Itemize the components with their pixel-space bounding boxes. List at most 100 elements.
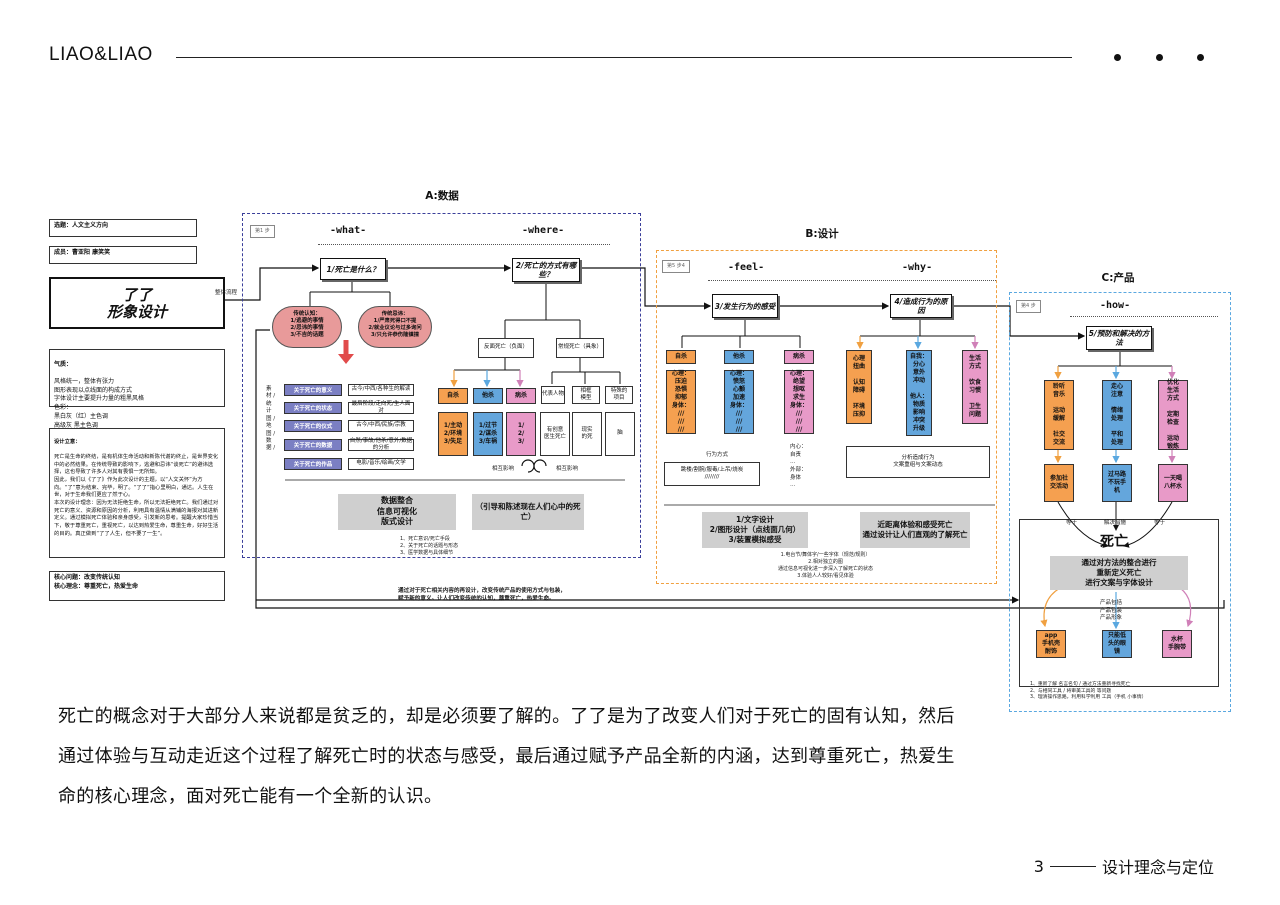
style-box: 气质： 风格统一，整体有张力 图形表现以点线面的构成方式 字体设计主要提升力量的… bbox=[49, 349, 225, 429]
node-what-is-death: 1/死亡是什么？ bbox=[320, 258, 386, 280]
c-action-box: 过马路 不玩手 机 bbox=[1102, 464, 1132, 502]
logo-title: 了了 bbox=[121, 286, 152, 304]
logo-box: 了了 形象设计 bbox=[49, 277, 225, 329]
product-box: app 手机壳 耐饰 bbox=[1036, 630, 1066, 658]
menu-dot-icon[interactable] bbox=[1197, 54, 1204, 61]
b-cause-psych: 心理 扭曲 认知 障碍 环境 压抑 bbox=[846, 350, 872, 424]
menu-dot-icon[interactable] bbox=[1156, 54, 1163, 61]
a-gray-right: （引导和陈述现在人们心中的死亡） bbox=[472, 494, 584, 530]
purple-item: 关于死亡的仪式 bbox=[284, 420, 342, 432]
a-white-box: 现实 的死 bbox=[572, 412, 602, 456]
node-feelings: 3/发生行为的感受 bbox=[712, 294, 778, 318]
c-method-box: 聆听 音乐 运动 缓解 社交 交流 bbox=[1044, 380, 1074, 450]
b-suicide-box: 自杀 bbox=[666, 350, 696, 364]
behavior-box: 跳楼/割腕/服毒/上吊/烧炭 //////// bbox=[664, 462, 760, 486]
a-divider bbox=[318, 244, 610, 245]
negative-death-box: 反面死亡（负面） bbox=[478, 338, 534, 358]
a-gray-left: 数据整合 信息可视化 版式设计 bbox=[338, 494, 456, 530]
purple-note: 古今/中西/各种生的解读 bbox=[348, 384, 414, 396]
node-causes: 4/造成行为的原因 bbox=[890, 294, 952, 318]
b-homicide-detail: 心理： 愤怒 心颤 加速 身体： /// /// /// bbox=[724, 370, 754, 434]
members-tag: 成员：曹亚阳 康笑笑 bbox=[49, 246, 197, 264]
node-solutions: 5/预防和解决的方法 bbox=[1086, 326, 1152, 350]
a-homicide-box: 他杀 bbox=[473, 388, 503, 404]
b-notes: 1.电台节/舞体字/一些字体（规范/规则） 2.相对独立的图 通过信息可视化进一… bbox=[778, 552, 874, 579]
a-what-label: -what- bbox=[330, 225, 367, 236]
concept-paragraph: 死亡的概念对于大部分人来说都是贫乏的，却是必须要了解的。了了是为了改变人们对于死… bbox=[58, 706, 955, 807]
mutual-label-right: 相互影响 bbox=[556, 466, 579, 472]
purple-item: 关于死亡的状态 bbox=[284, 402, 342, 414]
c-notes: 1、重新了解 名言名句 / 通过方法重新寻找死亡 2、与相同工具 / 将审美工具… bbox=[1030, 682, 1147, 701]
product-box: 只能低 头的眼 镜 bbox=[1102, 630, 1132, 658]
tradition-cloud: 传统认知： 1/逃避的事情 2/忌讳的事情 3/不吉的话题 bbox=[272, 306, 342, 348]
concept-title: 设计立意： bbox=[54, 438, 81, 445]
product-box: 水杯 手腕带 bbox=[1162, 630, 1192, 658]
section-b-frame bbox=[656, 250, 997, 584]
header-rule bbox=[176, 57, 1072, 58]
return-arrow-label: 通过对于死亡相关内容的再设计，改变传统产品的使用方式与包装， 赋予新的意义。让人… bbox=[398, 588, 566, 602]
flow-label: 整体流程 bbox=[215, 290, 238, 296]
a-white-box: 有创意 医生死亡 bbox=[540, 412, 570, 456]
footer-rule bbox=[1049, 865, 1096, 867]
c-method-box: 走心 注意 情绪 处理 平和 处理 bbox=[1102, 380, 1132, 450]
b-cause-lifestyle: 生活 方式 饮食 习惯 卫生 问题 bbox=[962, 350, 988, 424]
taboo-cloud: 传统忌讳： 1/严肃死得口不提 2/就业议论与过多询问 3/只允许恭伤隆镇撞 bbox=[358, 306, 432, 348]
b-feel-label: -feel- bbox=[728, 262, 765, 273]
a-suicide-box: 自杀 bbox=[438, 388, 468, 404]
a-white-box: 脑 bbox=[605, 412, 635, 456]
purple-item: 关于死亡的作品 bbox=[284, 458, 342, 470]
c-gray-box: 通过对方法的整合进行 重新定义死亡 进行文案与字体设计 bbox=[1050, 556, 1188, 590]
normal-death-box: 常规死亡（具象） bbox=[556, 338, 604, 358]
c-measure-label: 解决措施 bbox=[1104, 520, 1127, 526]
b-disease-detail: 心理： 绝望 想呕 求生 身体： /// /// /// bbox=[784, 370, 814, 434]
c-action-box: 参加社 交活动 bbox=[1044, 464, 1074, 502]
c-action-box: 一天喝 八杯水 bbox=[1158, 464, 1188, 502]
b-divider bbox=[708, 280, 996, 281]
c-equal-label: 等于 bbox=[1154, 520, 1166, 526]
c-equal-label: 等于 bbox=[1066, 520, 1078, 526]
b-gray-right: 近距离体验和感受死亡 通过设计让人们直观的了解死亡 bbox=[860, 512, 970, 548]
b-why-label: -why- bbox=[902, 262, 933, 273]
section-a-frame bbox=[242, 213, 641, 558]
a-where-label: -where- bbox=[522, 225, 565, 236]
b-step-tag: 第5 步4 bbox=[662, 260, 690, 274]
purple-note: 电影/音乐/绘画/文学 bbox=[348, 458, 414, 470]
behavior-label: 行为方式 bbox=[706, 452, 729, 458]
purple-note: 古今/中西/民族/宗教 bbox=[348, 420, 414, 432]
a-step-tag: 第1 步 bbox=[250, 225, 275, 239]
purple-item: 关于死亡的意义 bbox=[284, 384, 342, 396]
section-name: 设计理念与定位 bbox=[1101, 858, 1214, 877]
menu-dot-icon[interactable] bbox=[1114, 54, 1121, 61]
c-product-frame bbox=[1019, 519, 1219, 687]
section-b-title: B:设计 bbox=[805, 228, 839, 240]
material-vertical-label: 素 材 / 统 计 图 / 地 图 / 数 据 / bbox=[266, 386, 276, 452]
style-text: 风格统一，整体有张力 图形表现以点线面的构成方式 字体设计主要提升力量的粗黑风格… bbox=[54, 378, 145, 429]
section-c-frame bbox=[1009, 292, 1231, 712]
brand-title: LIAO&LIAO bbox=[49, 44, 153, 65]
section-a-title: A:数据 bbox=[425, 190, 459, 202]
c-how-label: -how- bbox=[1100, 300, 1131, 311]
b-side-notes: 内心： 自责 … 外部： 身体 … bbox=[790, 444, 807, 489]
c-divider bbox=[1070, 316, 1218, 317]
concept-box: 设计立意： 死亡是生命的终结，是有机体生命活动和新陈代谢的终止，是世界变化中的必… bbox=[49, 428, 225, 558]
a-white-item: 代表人物 bbox=[541, 386, 565, 404]
purple-note: 最后阶段/走向死/生人面对 bbox=[348, 401, 414, 414]
b-suicide-detail: 心理： 压迫 恐惧 抑郁 身体： /// /// /// bbox=[666, 370, 696, 434]
a-homicide-detail: 1/过节 2/谋杀 3/车祸 bbox=[473, 412, 503, 456]
concept-text: 死亡是生命的终结，是有机体生命活动和新陈代谢的终止，是世界变化中的必然结果。在传… bbox=[54, 454, 219, 537]
core-box: 核心问题：改变传统认知 核心理念：尊重死亡，热爱生命 bbox=[49, 571, 225, 601]
page-number: 3 bbox=[1033, 856, 1044, 876]
death-heading: 死亡 bbox=[1100, 534, 1128, 550]
a-suicide-detail: 1/主动 2/环境 3/失足 bbox=[438, 412, 468, 456]
a-disease-detail: 1/ 2/ 3/ bbox=[506, 412, 536, 456]
a-notes: 1、死亡意识/死亡手段 2、关于死亡的话题与形态 3、医学数据与具体细节 bbox=[400, 536, 459, 556]
topic-tag: 选题：人文主义方向 bbox=[49, 219, 197, 237]
style-title: 气质： bbox=[54, 360, 73, 368]
a-disease-box: 病杀 bbox=[506, 388, 536, 404]
c-step-tag: 第4 步 bbox=[1016, 300, 1041, 314]
c-method-box: 优化 生活 方式 定期 检查 运动 锻炼 bbox=[1158, 379, 1188, 450]
product-label: 产品包括 产品包装 产品形象 bbox=[1100, 600, 1123, 622]
b-wide-box: 分析造成行为 文案重组与文案动态 bbox=[846, 446, 990, 478]
a-white-item: 相框 模型 bbox=[572, 386, 600, 404]
